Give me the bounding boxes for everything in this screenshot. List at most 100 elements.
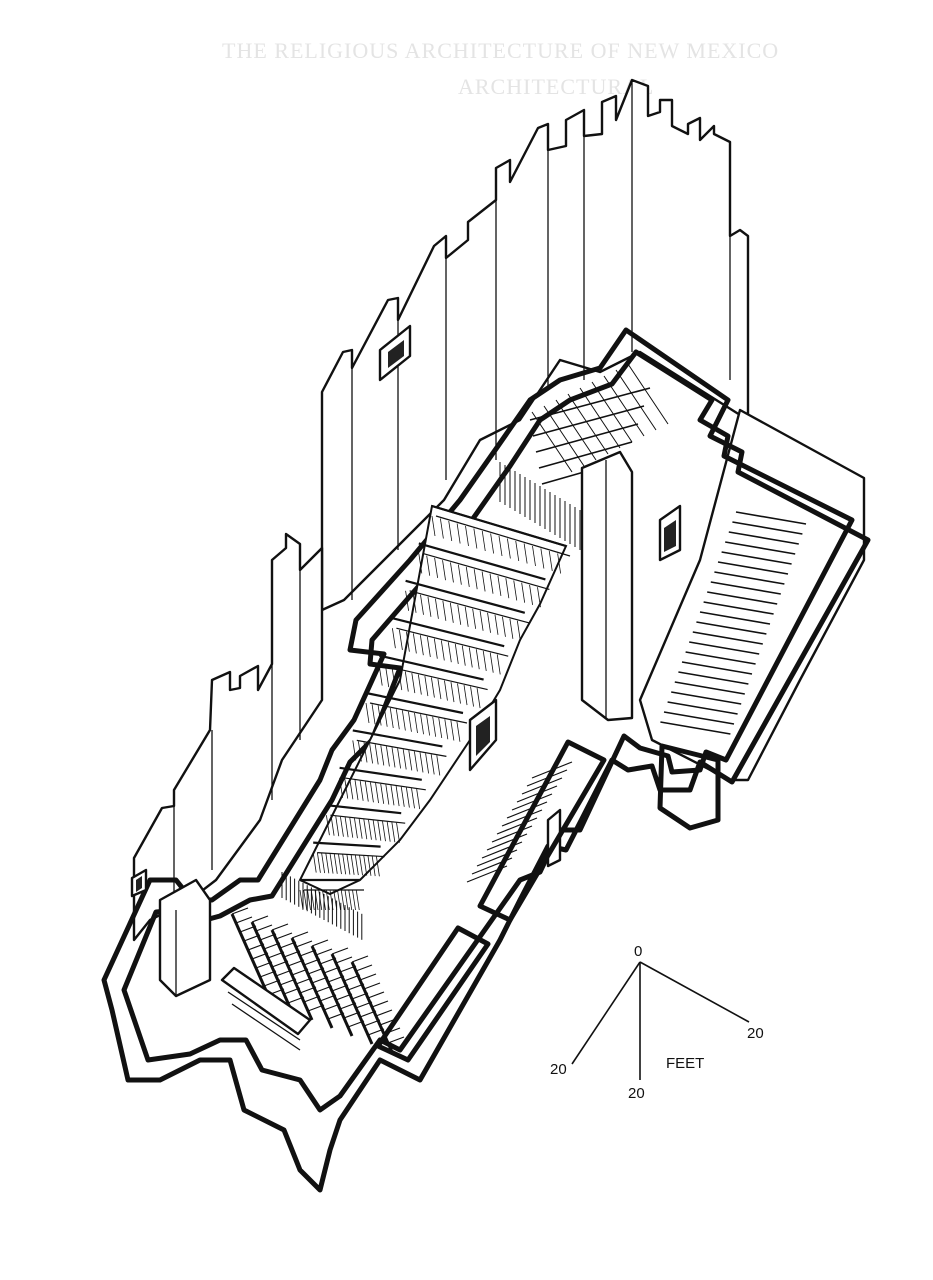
viga-shading xyxy=(329,853,334,874)
viga-beam-edge xyxy=(330,814,406,824)
viga-beam-edge xyxy=(369,702,468,724)
herringbone-slat xyxy=(367,991,385,999)
viga-shading xyxy=(414,751,418,772)
viga-shading xyxy=(400,786,405,807)
viga-shading xyxy=(375,856,380,877)
viga-shading xyxy=(348,889,353,911)
viga-shading xyxy=(333,853,338,874)
viga-shading xyxy=(426,715,431,736)
viga-shading xyxy=(340,816,344,837)
viga-shading xyxy=(392,628,396,649)
herringbone-slat xyxy=(251,915,269,923)
annex-step xyxy=(714,571,785,585)
loft-hatch xyxy=(531,411,573,473)
annex-step xyxy=(660,721,731,735)
viga-shading xyxy=(420,714,424,735)
viga-shading xyxy=(457,604,462,625)
viga-shading xyxy=(557,553,562,574)
viga-shading xyxy=(432,716,437,737)
viga-shading xyxy=(425,753,429,774)
viga-beam xyxy=(352,729,443,748)
window-openings xyxy=(130,324,682,898)
viga-shading xyxy=(337,889,341,911)
viga-shading xyxy=(506,538,511,559)
herringbone-slat xyxy=(363,982,381,990)
viga-shading xyxy=(398,629,403,651)
herringbone-slat xyxy=(271,923,289,931)
viga-beam-edge xyxy=(317,852,385,858)
annex-step xyxy=(663,711,735,725)
viga-shading xyxy=(450,720,455,741)
viga-shading xyxy=(436,755,441,776)
viga-shading xyxy=(378,665,383,686)
viga-shading xyxy=(476,688,481,709)
side-step xyxy=(516,785,558,803)
viga-shading xyxy=(359,780,364,801)
annex-step xyxy=(703,601,774,615)
viga-shading xyxy=(431,515,436,537)
viga-shading xyxy=(430,754,435,775)
loft-rail xyxy=(535,423,639,453)
scale-axis-left xyxy=(571,961,641,1065)
herringbone-slat xyxy=(359,973,377,981)
viga-shading xyxy=(412,592,417,613)
scale-right-label: 20 xyxy=(747,1025,764,1042)
viga-shading xyxy=(419,635,424,656)
viga-shading xyxy=(380,745,385,766)
viga-shading xyxy=(456,523,461,544)
viga-shading xyxy=(548,550,553,572)
viga-shading xyxy=(444,719,449,740)
viga-shading xyxy=(465,525,469,547)
viga-shading xyxy=(303,889,308,911)
viga-shading xyxy=(386,746,390,767)
viga-shading xyxy=(418,553,423,574)
viga-beam-edge xyxy=(435,515,571,557)
annex-step xyxy=(721,551,792,565)
viga-shading xyxy=(321,853,326,874)
viga-shading xyxy=(342,854,347,875)
viga-shading xyxy=(487,612,491,633)
viga-shading xyxy=(395,785,400,807)
annex-step xyxy=(692,631,763,645)
viga-shading xyxy=(352,889,356,911)
viga-beam xyxy=(313,841,381,848)
annex-step xyxy=(685,651,756,665)
viga-beam-edge xyxy=(343,777,426,791)
viga-shading xyxy=(439,518,444,539)
viga-shading xyxy=(375,782,379,804)
herringbone-slat xyxy=(231,907,249,915)
viga-shading xyxy=(339,777,343,798)
viga-shading xyxy=(386,821,391,842)
viga-shading xyxy=(449,602,454,623)
viga-shading xyxy=(401,710,406,731)
scale-origin-label: 0 xyxy=(634,943,642,960)
viga-shading xyxy=(385,667,390,688)
viga-shading xyxy=(438,717,443,739)
loft-hatch xyxy=(567,393,609,455)
viga-shading xyxy=(509,618,514,639)
viga-shading xyxy=(335,816,340,837)
side-step xyxy=(486,833,528,851)
viga-shading xyxy=(529,584,533,605)
loft-rail xyxy=(529,387,651,421)
viga-shading xyxy=(470,686,474,707)
annex-step xyxy=(674,681,745,695)
viga-shading xyxy=(350,854,355,875)
viga-shading xyxy=(457,564,462,585)
viga-shading xyxy=(397,748,401,769)
annex-step xyxy=(678,671,749,685)
viga-shading xyxy=(377,820,382,841)
annex-stair-steps xyxy=(660,511,807,735)
viga-shading xyxy=(326,815,330,836)
viga-shading xyxy=(391,668,396,689)
viga-beams xyxy=(299,504,571,911)
viga-shading xyxy=(473,569,478,590)
viga-shading xyxy=(475,649,480,670)
viga-shading xyxy=(371,704,376,725)
viga-shading xyxy=(473,528,478,549)
viga-shading xyxy=(420,594,424,615)
viga-beam xyxy=(326,804,402,815)
viga-shading xyxy=(440,640,445,661)
viga-shading xyxy=(364,781,369,802)
side-step xyxy=(496,817,538,835)
